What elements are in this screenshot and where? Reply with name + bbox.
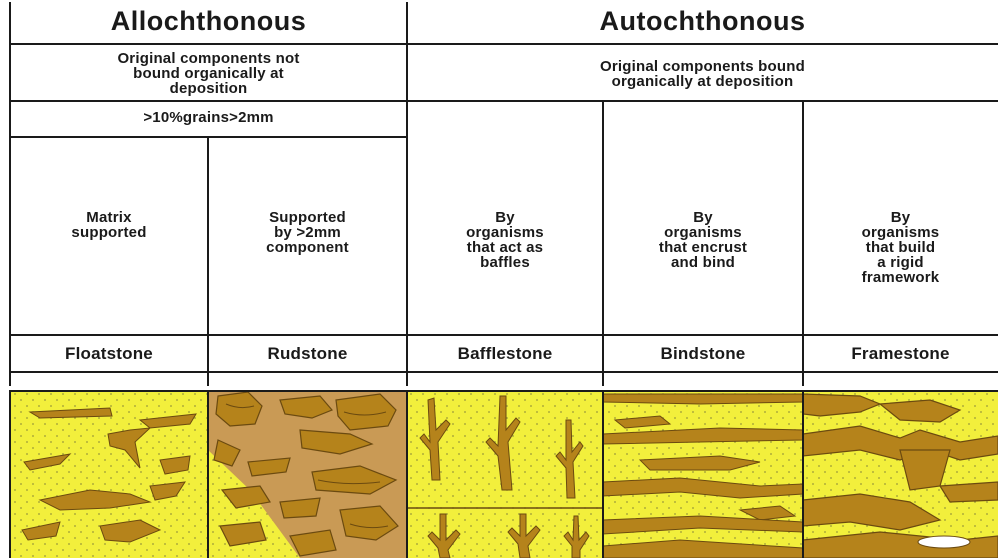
autochthonous-description: Original components bound organically at… [407,59,998,89]
criterion-framestone: By organisms that build a rigid framewor… [803,210,998,285]
allochthonous-header: Allochthonous [10,8,407,35]
autochthonous-header: Autochthonous [407,8,998,35]
bindstone-illustration [603,390,803,558]
criterion-rudstone: Supported by >2mm component [208,210,407,255]
name-floatstone: Floatstone [10,345,208,362]
bafflestone-illustration [407,390,603,558]
rudstone-illustration [208,390,407,558]
name-rudstone: Rudstone [208,345,407,362]
name-bindstone: Bindstone [603,345,803,362]
name-bafflestone: Bafflestone [407,345,603,362]
texture-illustrations [0,390,998,558]
criterion-floatstone: Matrix supported [10,210,208,240]
framestone-illustration [803,390,998,558]
floatstone-illustration [10,390,208,558]
criterion-bindstone: By organisms that encrust and bind [603,210,803,270]
grain-size-criterion: >10%grains>2mm [10,110,407,125]
allochthonous-description: Original components not bound organicall… [10,51,407,96]
name-framestone: Framestone [803,345,998,362]
criterion-bafflestone: By organisms that act as baffles [407,210,603,270]
